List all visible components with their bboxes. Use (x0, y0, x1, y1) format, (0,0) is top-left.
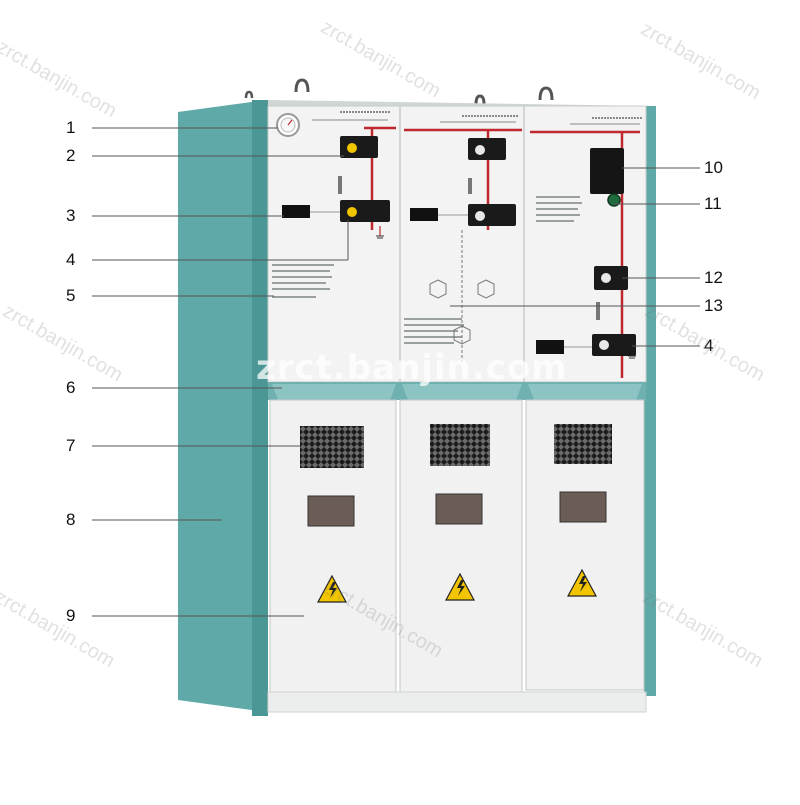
high-voltage-warning-icons (316, 568, 598, 603)
callout-9: 9 (66, 606, 76, 625)
breaker-mechanism (590, 148, 624, 194)
nameplate-1 (307, 495, 355, 527)
callout-2: 2 (66, 146, 76, 165)
callout-1: 1 (66, 118, 76, 137)
leader-lines (92, 127, 700, 617)
ventilation-grille-2 (430, 424, 490, 466)
callout-13: 13 (704, 296, 723, 315)
live-indicator-1 (282, 205, 310, 218)
callout-10: 10 (704, 158, 723, 177)
ventilation-grille-1 (300, 426, 364, 468)
live-indicator-2 (410, 208, 438, 221)
cabinet-front-edge (252, 100, 268, 716)
operating-shaft (607, 193, 621, 207)
fuse-symbols (429, 230, 495, 362)
ventilation-grilles (300, 424, 612, 468)
fuse-mechanism (590, 148, 624, 207)
nameplate-3 (559, 491, 607, 523)
callout-12: 12 (704, 268, 723, 287)
lifting-eye-4 (244, 90, 254, 99)
earth-switch-operator-3 (592, 334, 636, 356)
live-indicator-3 (536, 340, 564, 354)
lifting-eye-3 (538, 86, 554, 101)
ventilation-grille-3 (554, 424, 612, 464)
lifting-eyes (244, 78, 554, 105)
instruction-plates (272, 196, 582, 344)
panel-handles (338, 176, 600, 320)
switch-knob (347, 143, 357, 153)
cabinet-right-edge (644, 106, 656, 696)
nameplates (307, 491, 607, 527)
callout-8: 8 (66, 510, 76, 529)
lifting-eye-1 (294, 78, 310, 93)
load-switch-operator-1 (340, 136, 378, 158)
callout-5: 5 (66, 286, 76, 305)
callout-7: 7 (66, 436, 76, 455)
callout-4-right: 4 (704, 336, 714, 355)
pressure-gauge (276, 113, 300, 137)
door-top-strip (268, 382, 646, 400)
lifting-eye-2 (474, 94, 486, 105)
switch-operators (340, 136, 636, 356)
upper-front-panel (267, 105, 647, 383)
callout-11: 11 (704, 194, 722, 213)
nameplate-2 (435, 493, 483, 525)
watermark-center: zrct.banjin.com (256, 348, 568, 388)
callout-4: 4 (66, 250, 76, 269)
callout-3: 3 (66, 206, 76, 225)
load-switch-operator-2 (468, 138, 506, 160)
unit-titles (312, 111, 642, 125)
callout-6: 6 (66, 378, 76, 397)
cabinet-side-panel (178, 100, 266, 712)
live-indicators (282, 205, 592, 354)
